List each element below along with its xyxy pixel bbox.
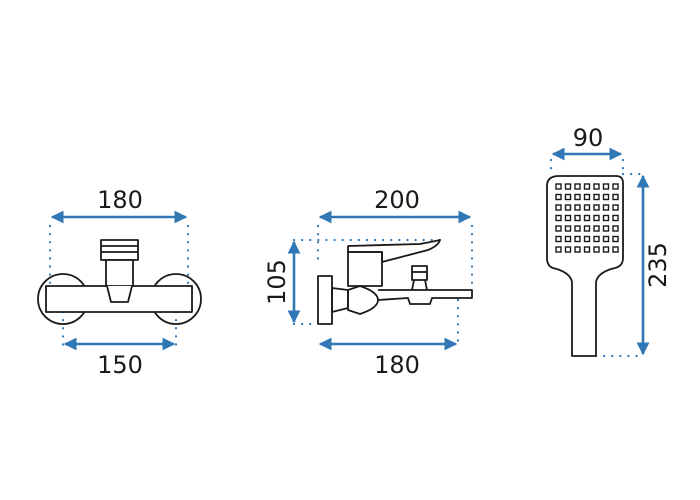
shower-nozzle <box>602 214 610 222</box>
shower-nozzle <box>583 193 591 201</box>
shower-nozzle <box>574 204 581 211</box>
front-bottom-dimension-label: 150 <box>97 351 143 379</box>
shower-nozzle <box>564 183 572 190</box>
shower-nozzle <box>593 193 600 201</box>
shower-nozzle <box>555 214 562 222</box>
shower-nozzle <box>564 225 572 232</box>
front-cartridge <box>105 259 134 287</box>
shower-height-dimension-label: 235 <box>644 242 672 288</box>
shower-nozzle <box>564 235 572 243</box>
shower-nozzle <box>602 246 610 253</box>
shower-nozzle <box>564 193 572 201</box>
shower-nozzle <box>612 235 619 243</box>
side-handle-stem <box>347 251 383 287</box>
shower-nozzle <box>612 193 619 201</box>
side-view: 200 105 180 <box>263 186 474 379</box>
shower-nozzle <box>593 214 600 222</box>
shower-nozzle <box>574 246 581 253</box>
shower-nozzle <box>583 235 591 243</box>
shower-nozzle <box>612 183 619 190</box>
shower-nozzle <box>555 193 562 201</box>
shower-nozzle-grid <box>555 183 619 253</box>
shower-nozzle <box>602 225 610 232</box>
shower-nozzle <box>574 225 581 232</box>
shower-nozzle <box>564 204 572 211</box>
shower-nozzle <box>612 225 619 232</box>
shower-nozzle <box>574 183 581 190</box>
shower-nozzle <box>583 214 591 222</box>
side-lever <box>347 239 441 263</box>
shower-nozzle <box>593 235 600 243</box>
shower-head-outline <box>546 175 624 357</box>
shower-nozzle <box>593 225 600 232</box>
shower-nozzle <box>602 204 610 211</box>
shower-nozzle <box>564 246 572 253</box>
shower-nozzle <box>612 246 619 253</box>
side-height-dimension-label: 105 <box>263 259 291 305</box>
shower-nozzle <box>583 246 591 253</box>
shower-nozzle <box>555 204 562 211</box>
shower-nozzle <box>555 225 562 232</box>
shower-nozzle <box>583 183 591 190</box>
shower-nozzle <box>555 235 562 243</box>
shower-nozzle <box>612 204 619 211</box>
front-lever-handle <box>100 239 139 261</box>
shower-nozzle <box>564 214 572 222</box>
front-outlet <box>106 285 133 303</box>
shower-nozzle <box>583 204 591 211</box>
shower-nozzle <box>555 183 562 190</box>
shower-head-view: 90 235 <box>546 124 672 358</box>
side-wall-plate <box>317 275 333 325</box>
shower-nozzle <box>602 235 610 243</box>
shower-nozzle <box>583 225 591 232</box>
shower-nozzle <box>574 214 581 222</box>
shower-nozzle <box>593 183 600 190</box>
shower-nozzle <box>612 214 619 222</box>
front-top-dimension-label: 180 <box>97 186 143 214</box>
shower-top-dimension-label: 90 <box>573 124 604 152</box>
shower-nozzle <box>555 246 562 253</box>
shower-nozzle <box>593 204 600 211</box>
shower-nozzle <box>602 183 610 190</box>
shower-nozzle <box>574 193 581 201</box>
shower-nozzle <box>602 193 610 201</box>
side-spout <box>377 289 473 305</box>
front-view: 180 150 <box>37 186 202 379</box>
side-connector <box>331 287 349 313</box>
shower-nozzle <box>593 246 600 253</box>
side-top-dimension-label: 200 <box>374 186 420 214</box>
shower-nozzle <box>574 235 581 243</box>
side-mixer-bulb <box>347 285 379 315</box>
side-aerator <box>411 265 428 281</box>
side-bottom-dimension-label: 180 <box>374 351 420 379</box>
